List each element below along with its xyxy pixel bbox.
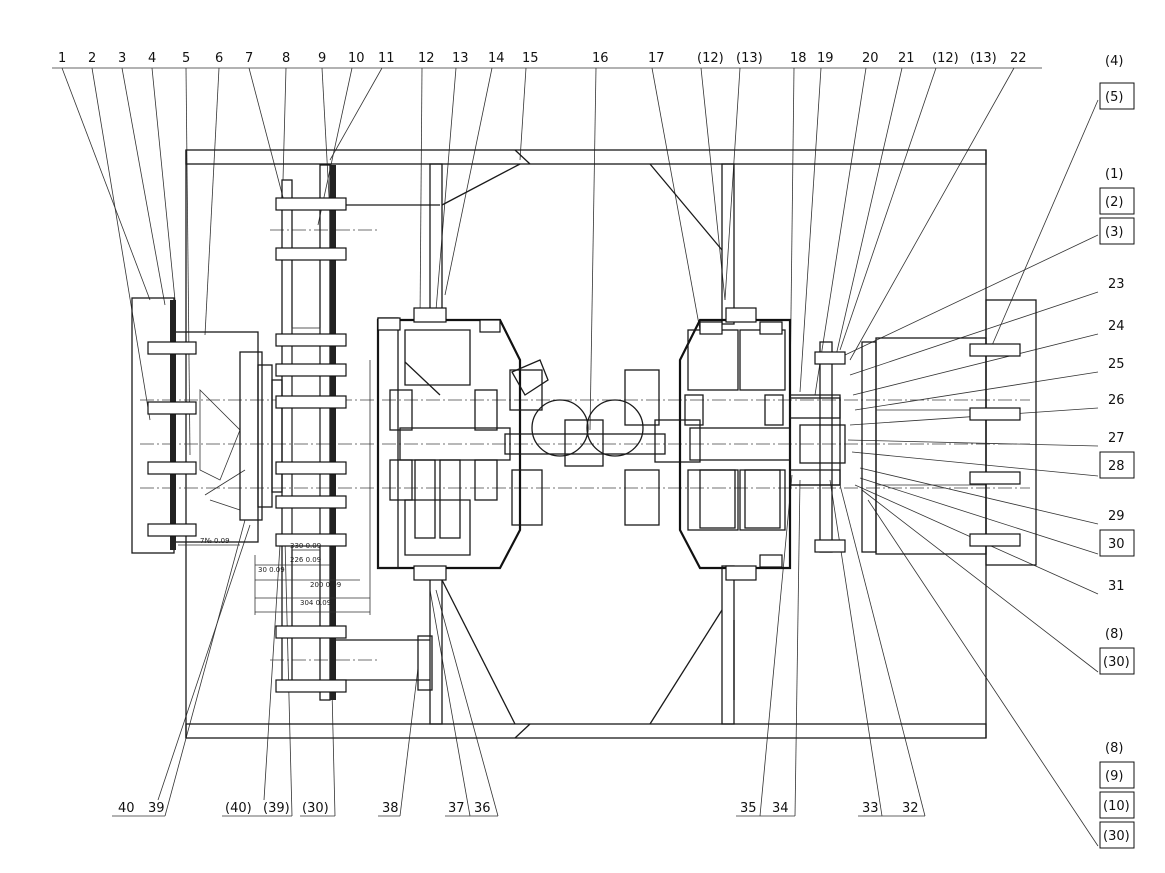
left-bearing-housing [376,163,522,725]
callout-p30b: (30) [1103,829,1130,844]
callout-23: 23 [1108,277,1125,292]
callout-18: 18 [790,51,807,66]
callout-p3: (3) [1105,225,1123,240]
callout-40: 40 [118,801,135,816]
callout-27: 27 [1108,431,1125,446]
callout-p9b: (9) [1105,769,1123,784]
callout-p30c: (30) [302,801,329,816]
callout-31: 31 [1108,579,1125,594]
callout-29: 29 [1108,509,1125,524]
callout-3: 3 [118,51,126,66]
callout-16: 16 [592,51,609,66]
bottom-callout-labels: 40 39 (40) (39) (30) 38 37 36 35 34 33 3… [118,801,919,816]
flange-plates [281,164,440,701]
callout-5: 5 [182,51,190,66]
top-callout-labels: 1 2 3 4 5 6 7 8 9 10 11 12 13 14 15 16 1… [58,51,1027,66]
callout-p1: (1) [1105,167,1123,182]
centerlines [140,229,1030,661]
callout-32: 32 [902,801,919,816]
callout-30: 30 [1108,537,1125,552]
dim-5: 200 0.09 [310,581,341,589]
right-bearing-housing [678,163,846,725]
callout-36: 36 [474,801,491,816]
callout-p39: (39) [263,801,290,816]
callout-34: 34 [772,801,789,816]
callout-17: 17 [648,51,665,66]
dimension-lines: 7№ 0.09 330 0.09 30 0.09 226 0.09 200 0.… [178,360,371,615]
callout-8: 8 [282,51,290,66]
dim-3: 30 0.09 [258,566,285,574]
left-plate-bolts [147,341,197,537]
right-flange-and-end-plate [814,299,1037,566]
callout-14: 14 [488,51,505,66]
dim-4: 226 0.09 [290,556,321,564]
center-shaft-and-coupling [504,359,701,526]
top-leader-lines [52,67,1042,456]
callout-24: 24 [1108,319,1125,334]
flange-bolts [275,197,347,693]
callout-11: 11 [378,51,395,66]
callout-p5: (5) [1105,90,1123,105]
right-callout-labels: (4) (5) (1) (2) (3) 23 24 25 26 27 28 29… [1099,54,1135,849]
support-ribs [441,163,735,725]
callout-37: 37 [448,801,465,816]
callout-1: 1 [58,51,66,66]
callout-19: 19 [817,51,834,66]
callout-p12b: (12) [932,51,959,66]
callout-p2: (2) [1105,195,1123,210]
right-plate-bolts [969,343,1021,547]
dim-2: 330 0.09 [290,542,321,550]
left-end-plate [131,297,283,554]
callout-p13a: (13) [736,51,763,66]
callout-21: 21 [898,51,915,66]
callout-p40: (40) [225,801,252,816]
callout-6: 6 [215,51,223,66]
callout-p30a: (30) [1103,655,1130,670]
callout-p10b: (10) [1103,799,1130,814]
callout-25: 25 [1108,357,1125,372]
callout-2: 2 [88,51,96,66]
callout-p13b: (13) [970,51,997,66]
callout-20: 20 [862,51,879,66]
callout-12: 12 [418,51,435,66]
callout-7: 7 [245,51,253,66]
callout-38: 38 [382,801,399,816]
callout-10: 10 [348,51,365,66]
callout-p8a: (8) [1105,627,1123,642]
callout-p4: (4) [1105,54,1123,69]
callout-15: 15 [522,51,539,66]
callout-33: 33 [862,801,879,816]
callout-13: 13 [452,51,469,66]
bottom-leader-lines [112,474,926,817]
callout-39: 39 [148,801,165,816]
dim-1: 7№ 0.09 [200,537,230,545]
callout-4: 4 [148,51,156,66]
callout-26: 26 [1108,393,1125,408]
callout-35: 35 [740,801,757,816]
callout-p8b: (8) [1105,741,1123,756]
callout-9: 9 [318,51,326,66]
callout-28: 28 [1108,459,1125,474]
right-leader-lines [844,99,1099,847]
callout-p12a: (12) [697,51,724,66]
callout-22: 22 [1010,51,1027,66]
dim-7: 304 0.09 [300,599,331,607]
